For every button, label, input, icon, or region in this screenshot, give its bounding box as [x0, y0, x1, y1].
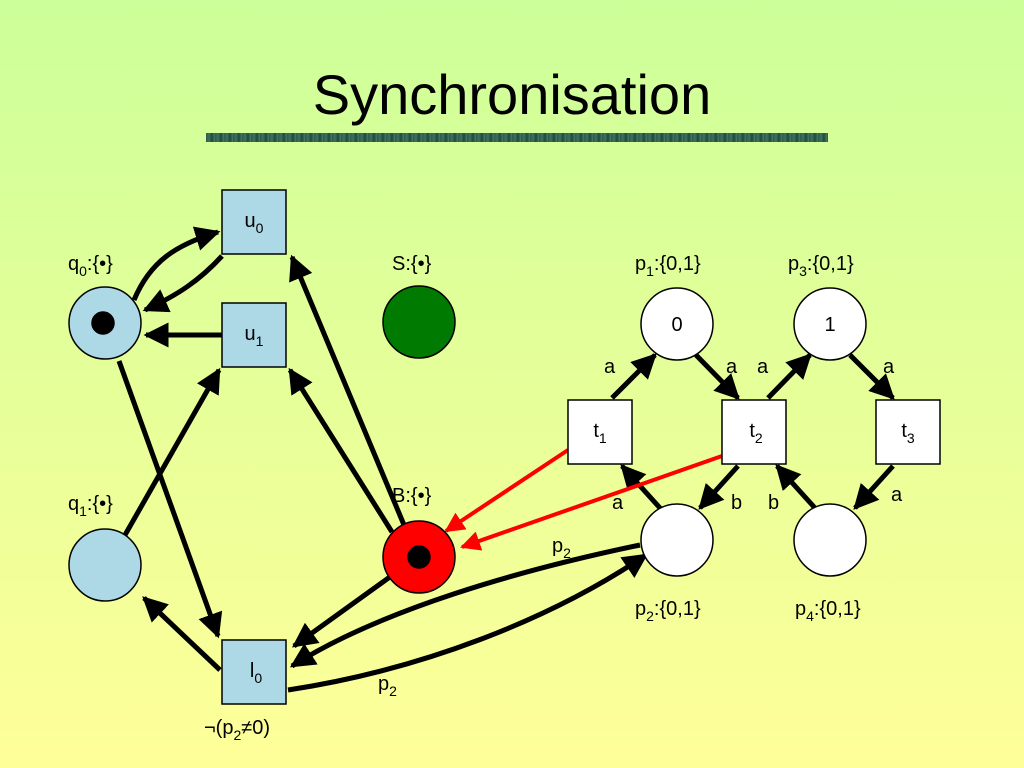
arc-label-p2-upper: p2	[552, 535, 571, 561]
arc-b-u0	[289, 254, 407, 526]
arc-l0-q1	[142, 596, 222, 672]
transition-label-t2: t2	[749, 420, 763, 446]
arc-p1-t2	[694, 353, 740, 400]
transition-t1[interactable]	[567, 399, 633, 465]
arc-t1-p1	[610, 353, 657, 400]
place-p1[interactable]	[640, 287, 714, 361]
transition-t3[interactable]	[875, 399, 941, 465]
place-label-s: S:{•}	[392, 253, 432, 275]
place-s[interactable]	[382, 285, 456, 359]
arc-b-l0	[291, 571, 396, 649]
sync-arc-t1-b	[444, 448, 570, 533]
transition-l0[interactable]	[221, 639, 287, 705]
arc-label-a: a	[612, 492, 624, 514]
token-dot	[407, 545, 431, 569]
place-value-p1: 0	[671, 314, 682, 336]
arc-p2-l0	[289, 542, 641, 669]
transition-u1[interactable]	[221, 302, 287, 368]
arc-q0-u0	[131, 226, 221, 301]
slide-title: Synchronisation	[312, 63, 712, 126]
arc-b-u1	[287, 367, 395, 534]
arc-q1-u1	[122, 367, 222, 537]
place-label-p4: p4:{0,1}	[795, 598, 861, 624]
arc-p4-t2	[775, 464, 817, 510]
transition-label-u0: u0	[245, 210, 264, 236]
place-label-p3: p3:{0,1}	[788, 253, 854, 279]
arc-t2-p3	[766, 353, 812, 400]
place-value-p3: 1	[824, 314, 835, 336]
arc-t2-p2	[698, 464, 740, 510]
transition-label-l0: l0	[250, 660, 262, 686]
place-label-q1: q1:{•}	[68, 493, 113, 519]
arc-t3-p4	[853, 464, 895, 510]
arc-p3-t3	[848, 353, 895, 400]
guard-label: ¬(p2≠0)	[204, 717, 270, 743]
arc-p2-t1	[620, 464, 662, 510]
place-q1[interactable]	[68, 528, 142, 602]
sync-arc-t2-b	[460, 454, 723, 551]
arc-label-a: a	[604, 356, 616, 378]
arc-label-a: a	[891, 484, 903, 506]
arc-label-a: a	[883, 356, 895, 378]
place-label-b: B:{•}	[392, 485, 432, 507]
place-p3[interactable]	[793, 287, 867, 361]
transition-label-u1: u1	[245, 323, 264, 349]
arc-q0-l0	[116, 360, 223, 639]
transition-u0[interactable]	[221, 189, 287, 255]
place-p2[interactable]	[640, 503, 714, 577]
token-dot	[91, 311, 115, 335]
transition-label-t3: t3	[901, 420, 915, 446]
place-label-p2: p2:{0,1}	[635, 598, 701, 624]
title-underline	[206, 133, 828, 142]
place-label-q0: q0:{•}	[68, 253, 113, 279]
transition-t2[interactable]	[721, 399, 787, 465]
arc-label-b: b	[731, 492, 742, 514]
arc-label-b: b	[768, 492, 779, 514]
arc-u0-q0	[142, 254, 224, 313]
arc-label-a: a	[726, 356, 738, 378]
arc-label-a: a	[757, 356, 769, 378]
place-label-p1: p1:{0,1}	[635, 253, 701, 279]
transition-label-t1: t1	[593, 420, 607, 446]
place-p4[interactable]	[793, 503, 867, 577]
arc-l0-p2	[287, 552, 649, 693]
arc-label-p2-lower: p2	[378, 673, 397, 699]
